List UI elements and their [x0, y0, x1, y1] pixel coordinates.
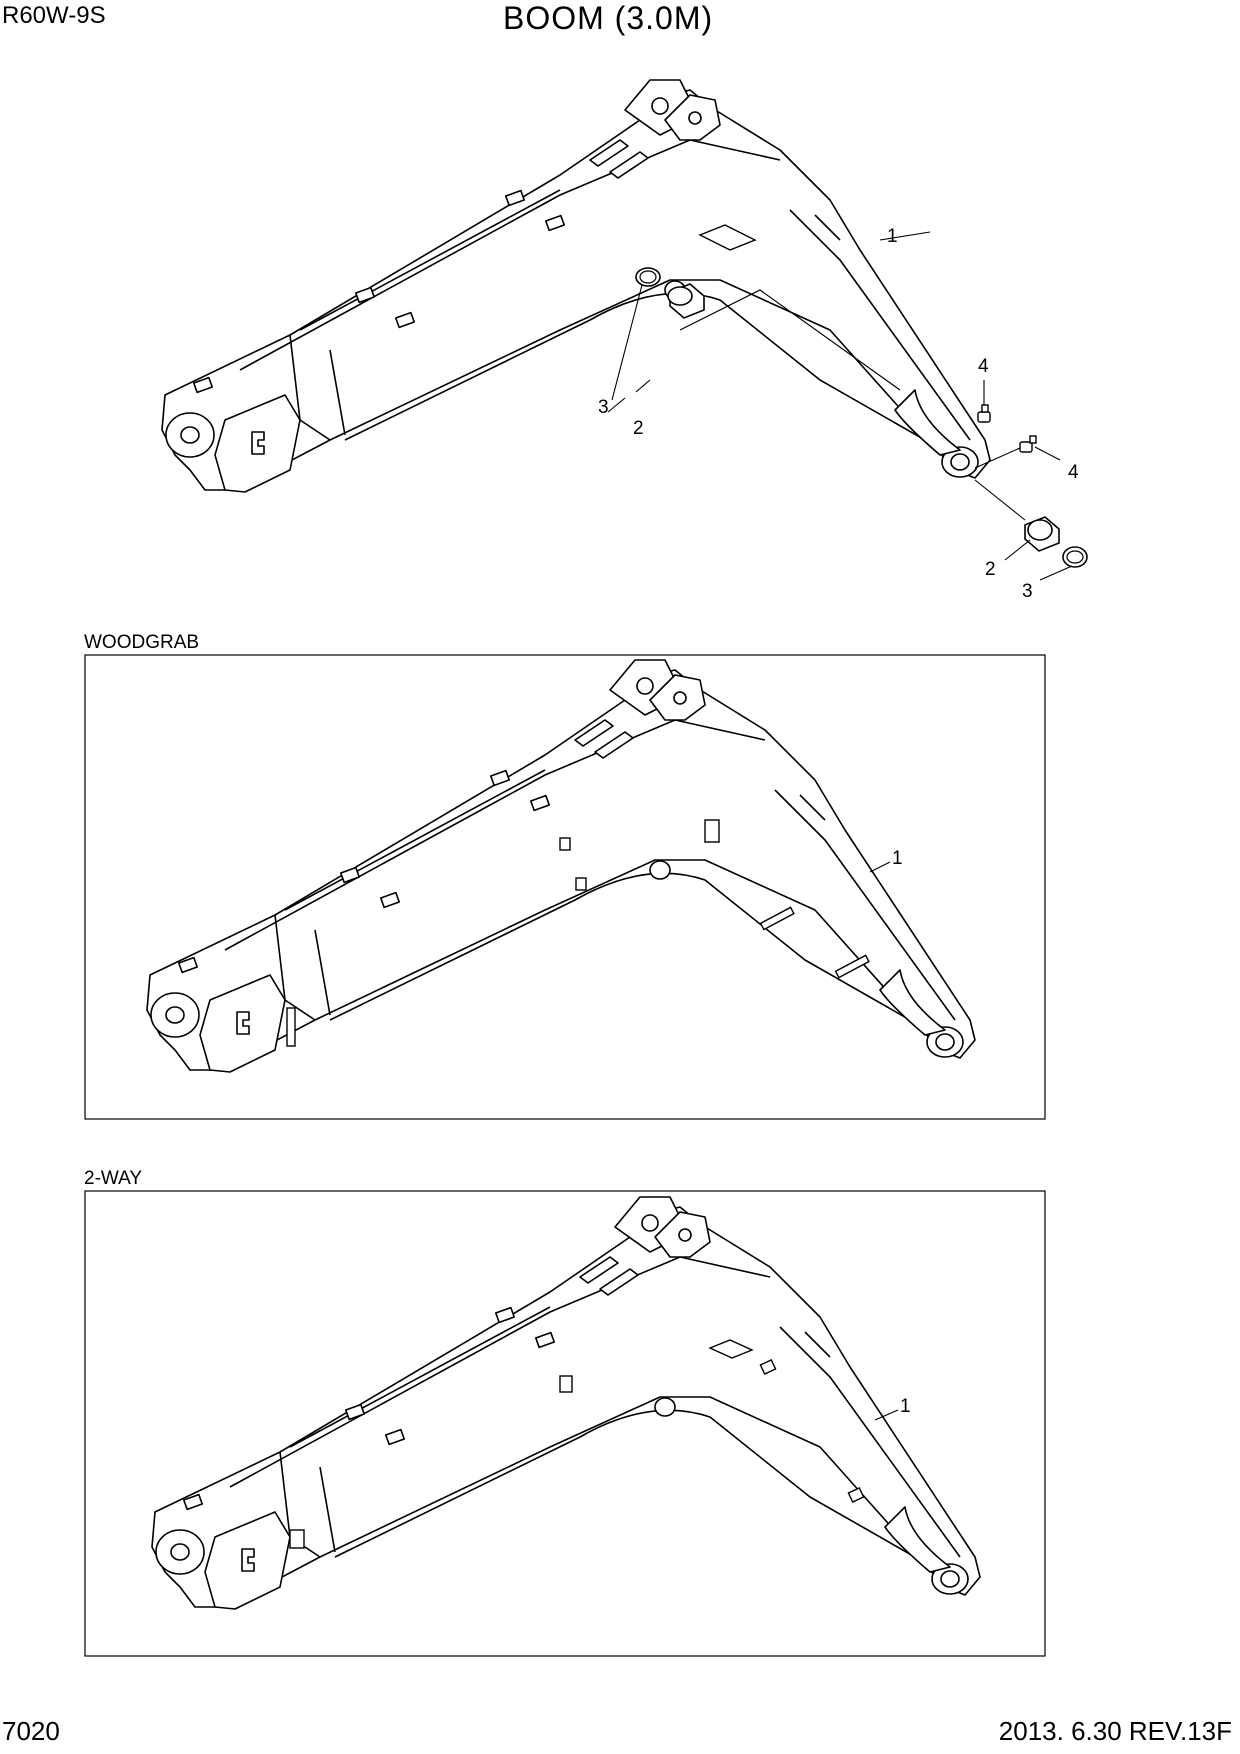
main-boom-drawing: 1 2 3 4 4 2 3: [161, 79, 1088, 602]
page-title: BOOM (3.0M): [503, 0, 714, 36]
callout-2-lower: 2: [985, 559, 996, 580]
grease-fitting-lower: [1019, 435, 1037, 453]
snap-ring-lower: [1062, 546, 1088, 568]
callout-4-lower: 4: [1068, 462, 1079, 483]
date-revision: 2013. 6.30 REV.13F: [998, 1716, 1232, 1746]
twoway-panel-label: 2-WAY: [84, 1168, 143, 1189]
model-number: R60W-9S: [2, 2, 106, 29]
page-number: 7020: [2, 1716, 60, 1746]
woodgrab-panel-label: WOODGRAB: [84, 632, 200, 653]
grease-fitting-upper: [977, 404, 991, 423]
callout-1-woodgrab: 1: [892, 848, 903, 869]
callout-4-upper: 4: [978, 356, 989, 377]
twoway-panel-frame: [84, 1190, 1046, 1657]
callout-1-twoway: 1: [900, 1396, 911, 1417]
callout-3-upper: 3: [598, 397, 609, 418]
bushing-lower: [1024, 516, 1060, 552]
woodgrab-panel-frame: [84, 654, 1046, 1120]
woodgrab-boom-drawing: 1: [146, 659, 976, 1073]
callout-1: 1: [887, 226, 898, 247]
callout-3-lower: 3: [1022, 581, 1033, 602]
twoway-boom-drawing: 1: [151, 1196, 981, 1610]
callout-2-upper: 2: [633, 418, 644, 439]
bushing-upper: [667, 283, 705, 319]
